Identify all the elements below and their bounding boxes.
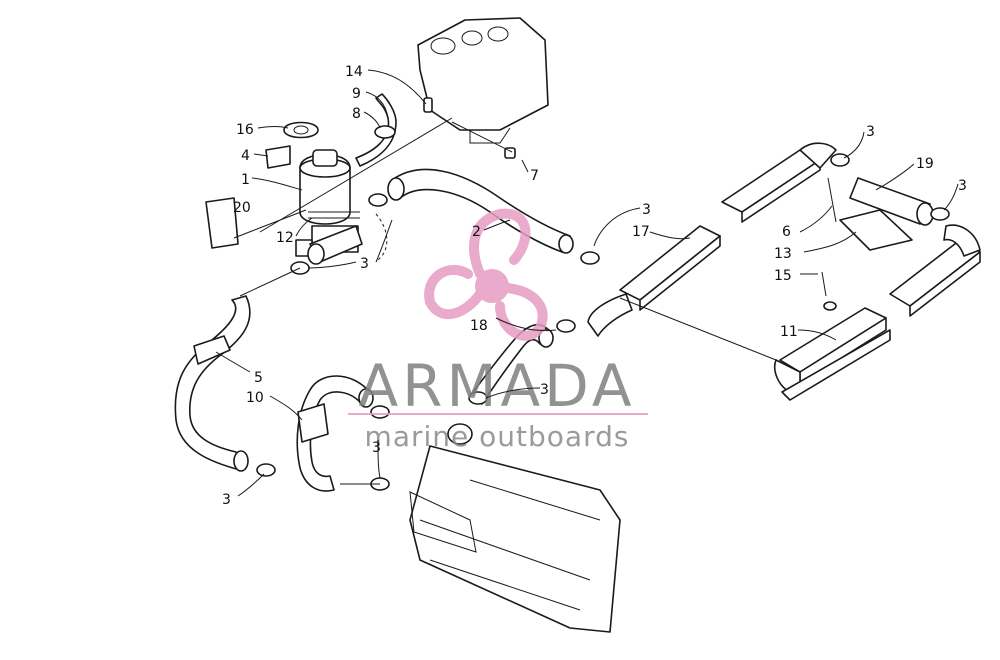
heat-exchanger-upper	[721, 142, 981, 317]
decal-20	[205, 197, 239, 249]
callout-20: 20	[233, 200, 251, 216]
callout-3-upper: 3	[866, 124, 875, 140]
callout-14: 14	[345, 64, 363, 80]
watermark-logo: ARMADA marine outboards	[348, 208, 648, 453]
hose-5	[174, 295, 251, 472]
heat-exchanger-11	[774, 307, 891, 401]
callout-13: 13	[774, 246, 792, 262]
callout-leaders	[215, 69, 959, 497]
callout-3-hose10: 3	[372, 440, 381, 456]
watermark-subtitle: marine outboards	[365, 420, 630, 453]
watermark-title: ARMADA	[358, 352, 635, 420]
callout-8: 8	[352, 106, 361, 122]
callout-3-thermostat: 3	[360, 256, 369, 272]
overflow-hose	[355, 93, 397, 167]
callout-3-hose5: 3	[222, 492, 231, 508]
callout-6: 6	[782, 224, 791, 240]
callout-2: 2	[472, 224, 481, 240]
callout-7: 7	[530, 168, 539, 184]
thermostat-housing	[307, 225, 363, 265]
hose-2	[387, 168, 574, 254]
callout-1: 1	[241, 172, 250, 188]
heat-exchanger-17	[587, 225, 721, 337]
fuel-tank	[417, 17, 549, 144]
callout-17: 17	[632, 224, 650, 240]
callout-10: 10	[246, 390, 264, 406]
callout-16: 16	[236, 122, 254, 138]
hose-18	[469, 323, 554, 405]
radiator-cap	[283, 121, 319, 139]
small-parts	[423, 97, 837, 311]
callout-12: 12	[276, 230, 294, 246]
callout-3-hose18: 3	[540, 382, 549, 398]
assembly-lines	[239, 117, 777, 485]
propeller-blade-icon	[495, 283, 548, 341]
callout-5: 5	[254, 370, 263, 386]
propeller-blade-icon	[469, 208, 531, 279]
callout-labels: 14 9 8 16 4 1 20 12 7 2 3 3 17 18 3 5 10…	[222, 64, 967, 508]
callout-11: 11	[780, 324, 798, 340]
callout-19: 19	[916, 156, 934, 172]
callout-18: 18	[470, 318, 488, 334]
callout-3-right: 3	[958, 178, 967, 194]
hose-10	[296, 375, 374, 492]
tunnel-frame	[409, 423, 621, 633]
decal-4	[265, 145, 291, 169]
propeller-blade-icon	[424, 264, 485, 320]
callout-3-hose2: 3	[642, 202, 651, 218]
callout-15: 15	[774, 268, 792, 284]
callout-4: 4	[241, 148, 250, 164]
callout-9: 9	[352, 86, 361, 102]
